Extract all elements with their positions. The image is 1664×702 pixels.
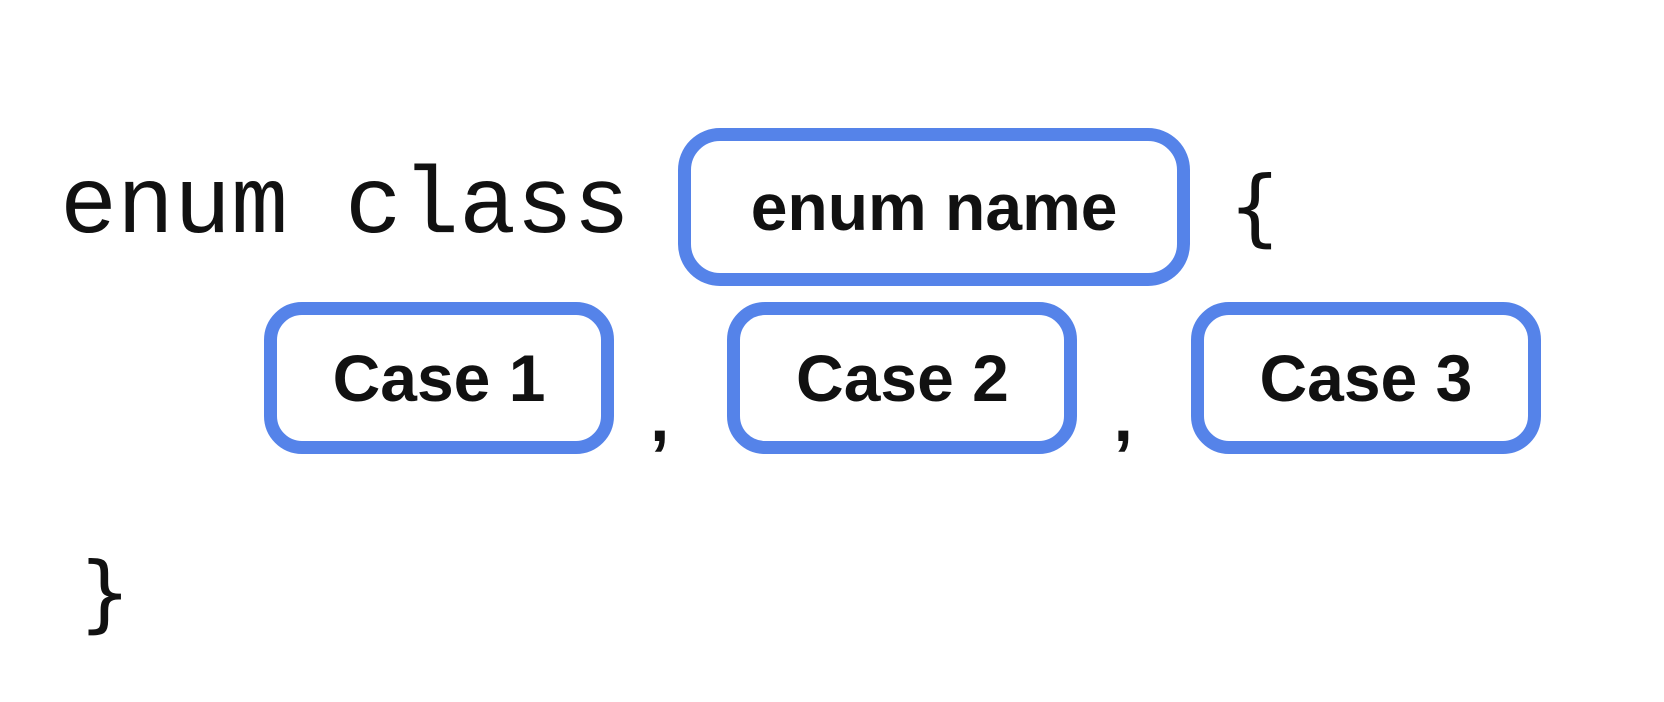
comma-separator: , <box>650 378 670 456</box>
enum-close-row: } <box>78 538 131 648</box>
enum-class-keyword: enum class <box>60 152 631 261</box>
enum-declaration-row: enum class enum name { <box>60 128 1282 286</box>
comma-separator: , <box>1113 378 1133 456</box>
case-3-label: Case 3 <box>1259 341 1473 415</box>
enum-name-label: enum name <box>750 170 1118 244</box>
case-1-label: Case 1 <box>332 341 546 415</box>
close-brace: } <box>78 544 132 642</box>
case-2-box: Case 2 <box>727 302 1078 454</box>
open-brace: { <box>1228 158 1282 256</box>
enum-cases-row: Case 1 , Case 2 , Case 3 <box>264 302 1541 454</box>
enum-name-box: enum name <box>678 128 1191 286</box>
case-1-box: Case 1 <box>264 302 614 454</box>
case-3-box: Case 3 <box>1190 302 1541 454</box>
case-2-label: Case 2 <box>796 341 1009 415</box>
